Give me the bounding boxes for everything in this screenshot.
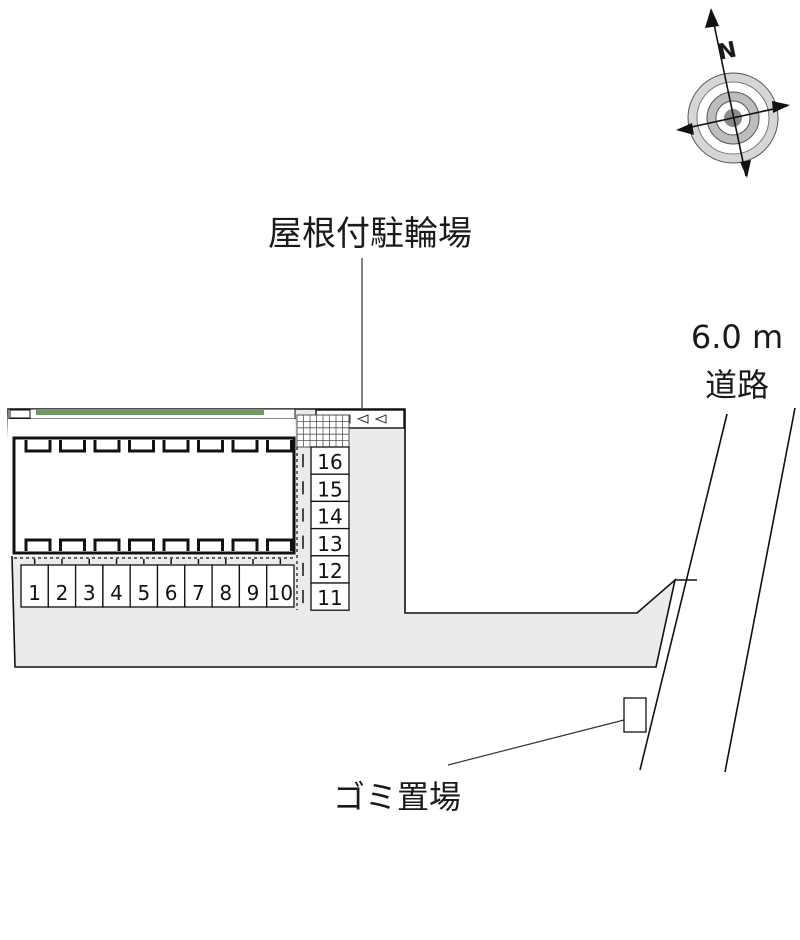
parking-space-number: 16 [317, 450, 342, 474]
balcony [24, 440, 52, 453]
parking-space [74, 564, 104, 608]
road-edge-right [724, 407, 796, 773]
parking-column-right: 16 15 14 13 12 11 [296, 446, 350, 611]
parking-space-number: 13 [317, 532, 342, 556]
bicycle-parking-label: 屋根付駐輪場 [268, 214, 472, 254]
grid-area [296, 414, 350, 448]
balcony [59, 538, 86, 551]
parking-space-number: 11 [317, 586, 342, 610]
balcony [197, 538, 224, 551]
parking-space-number: 6 [165, 581, 178, 605]
parking-space [310, 555, 350, 584]
parking-space [211, 564, 241, 608]
balcony [197, 440, 224, 453]
compass-icon: N [676, 8, 790, 178]
hedge [36, 410, 264, 415]
parking-space [156, 564, 186, 608]
parking-space [310, 446, 350, 475]
balcony [162, 440, 190, 453]
balcony [266, 440, 293, 453]
road-width-label: 6.0 m [691, 318, 783, 356]
parking-space-number: 15 [317, 477, 342, 501]
parking-space [310, 473, 350, 503]
parking-space-number: 3 [83, 581, 96, 605]
meter-box [9, 409, 31, 419]
apartment-building [12, 436, 296, 555]
parking-space [238, 564, 268, 608]
road-edge-left [639, 413, 728, 771]
balcony [93, 538, 121, 551]
balcony [162, 538, 190, 551]
parking-space [266, 564, 295, 608]
parking-space-number: 8 [219, 581, 232, 605]
parking-space [20, 564, 49, 608]
garbage-area-label: ゴミ置場 [333, 778, 461, 816]
parking-space [129, 564, 159, 608]
balcony [231, 440, 259, 453]
parking-space-number: 14 [317, 505, 342, 529]
parking-space-number: 7 [192, 581, 205, 605]
parking-space-number: 4 [110, 581, 123, 605]
parking-space-number: 1 [28, 581, 41, 605]
parking-space-number: 10 [268, 581, 293, 605]
balcony [59, 440, 86, 453]
parking-space-number: 5 [137, 581, 150, 605]
parking-space [310, 527, 350, 557]
road-name-label: 道路 [705, 366, 769, 404]
balcony [128, 538, 155, 551]
balcony [93, 440, 121, 453]
balcony [266, 538, 293, 551]
balcony [24, 538, 52, 551]
balcony [128, 440, 155, 453]
balcony [231, 538, 259, 551]
compass-label: N [716, 37, 739, 65]
parking-space [310, 582, 350, 611]
parking-space-number: 12 [317, 559, 342, 583]
parking-space-number: 9 [247, 581, 260, 605]
parking-space [102, 564, 131, 608]
parking-space [184, 564, 213, 608]
leader-line [447, 719, 625, 766]
garbage-box [623, 697, 647, 733]
parking-space-number: 2 [56, 581, 69, 605]
